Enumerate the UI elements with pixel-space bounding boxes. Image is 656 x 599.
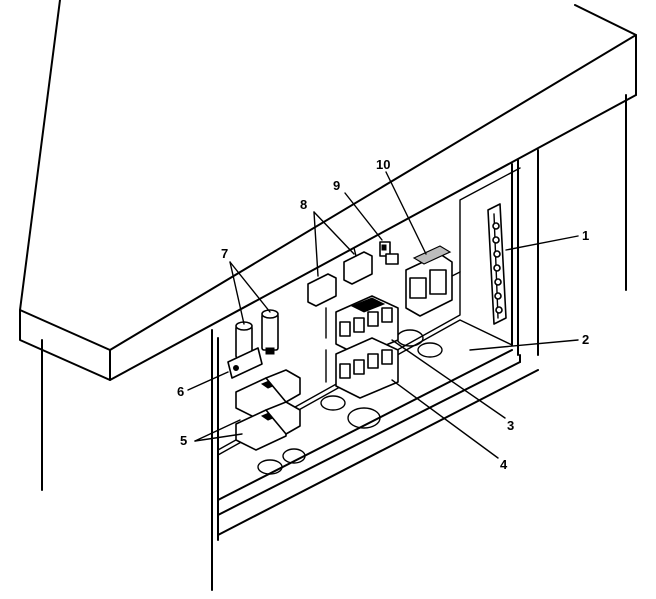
floor-knockouts (257, 329, 443, 475)
callout-1: 1 (582, 228, 589, 243)
cabinet-body (41, 94, 627, 591)
callout-2: 2 (582, 332, 589, 347)
cabinet-roof (19, 0, 637, 381)
callout-4: 4 (500, 457, 508, 472)
leader-lines (187, 171, 579, 459)
terminal-strip (487, 203, 507, 325)
callout-7: 7 (221, 246, 228, 261)
small-switch (379, 241, 399, 265)
callout-9: 9 (333, 178, 340, 193)
relay-pairs (235, 369, 301, 451)
contactor-upper (325, 295, 399, 357)
callout-8: 8 (300, 197, 307, 212)
callout-3: 3 (507, 418, 514, 433)
capacitors (235, 309, 279, 363)
callout-5: 5 (180, 433, 187, 448)
contactor-lower (325, 337, 399, 399)
callout-labels: 1 2 3 4 5 6 7 8 9 10 (177, 157, 589, 472)
relays (307, 247, 373, 307)
callout-10: 10 (376, 157, 390, 172)
mounting-bracket (227, 347, 263, 379)
transformer (405, 245, 461, 317)
callout-6: 6 (177, 384, 184, 399)
